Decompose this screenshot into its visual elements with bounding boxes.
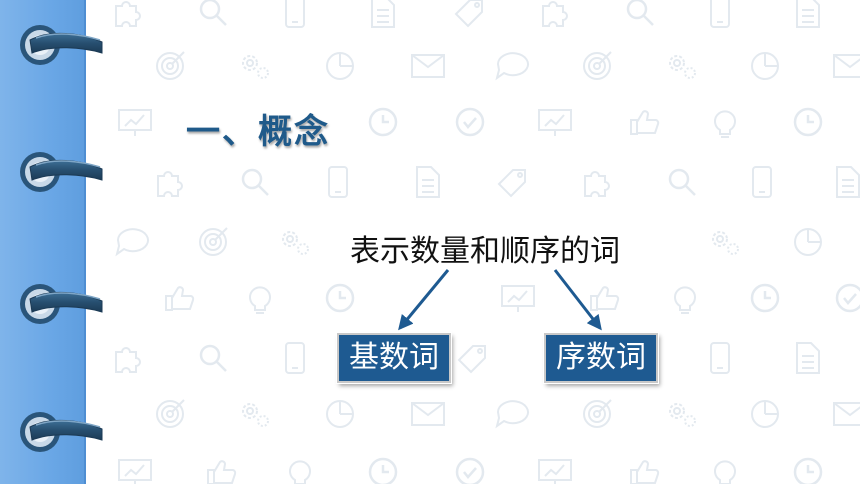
ordinal-number-box: 序数词 — [543, 332, 659, 384]
notebook-spine — [0, 0, 86, 484]
concept-definition: 表示数量和顺序的词 — [350, 234, 620, 269]
ring-icon — [19, 411, 103, 453]
cardinal-number-box: 基数词 — [336, 332, 452, 384]
ring-icon — [19, 283, 103, 325]
notebook-rings — [19, 24, 103, 453]
ring-icon — [19, 24, 103, 66]
slide-title: 一、概念 — [186, 112, 330, 152]
ring-icon — [19, 151, 103, 193]
